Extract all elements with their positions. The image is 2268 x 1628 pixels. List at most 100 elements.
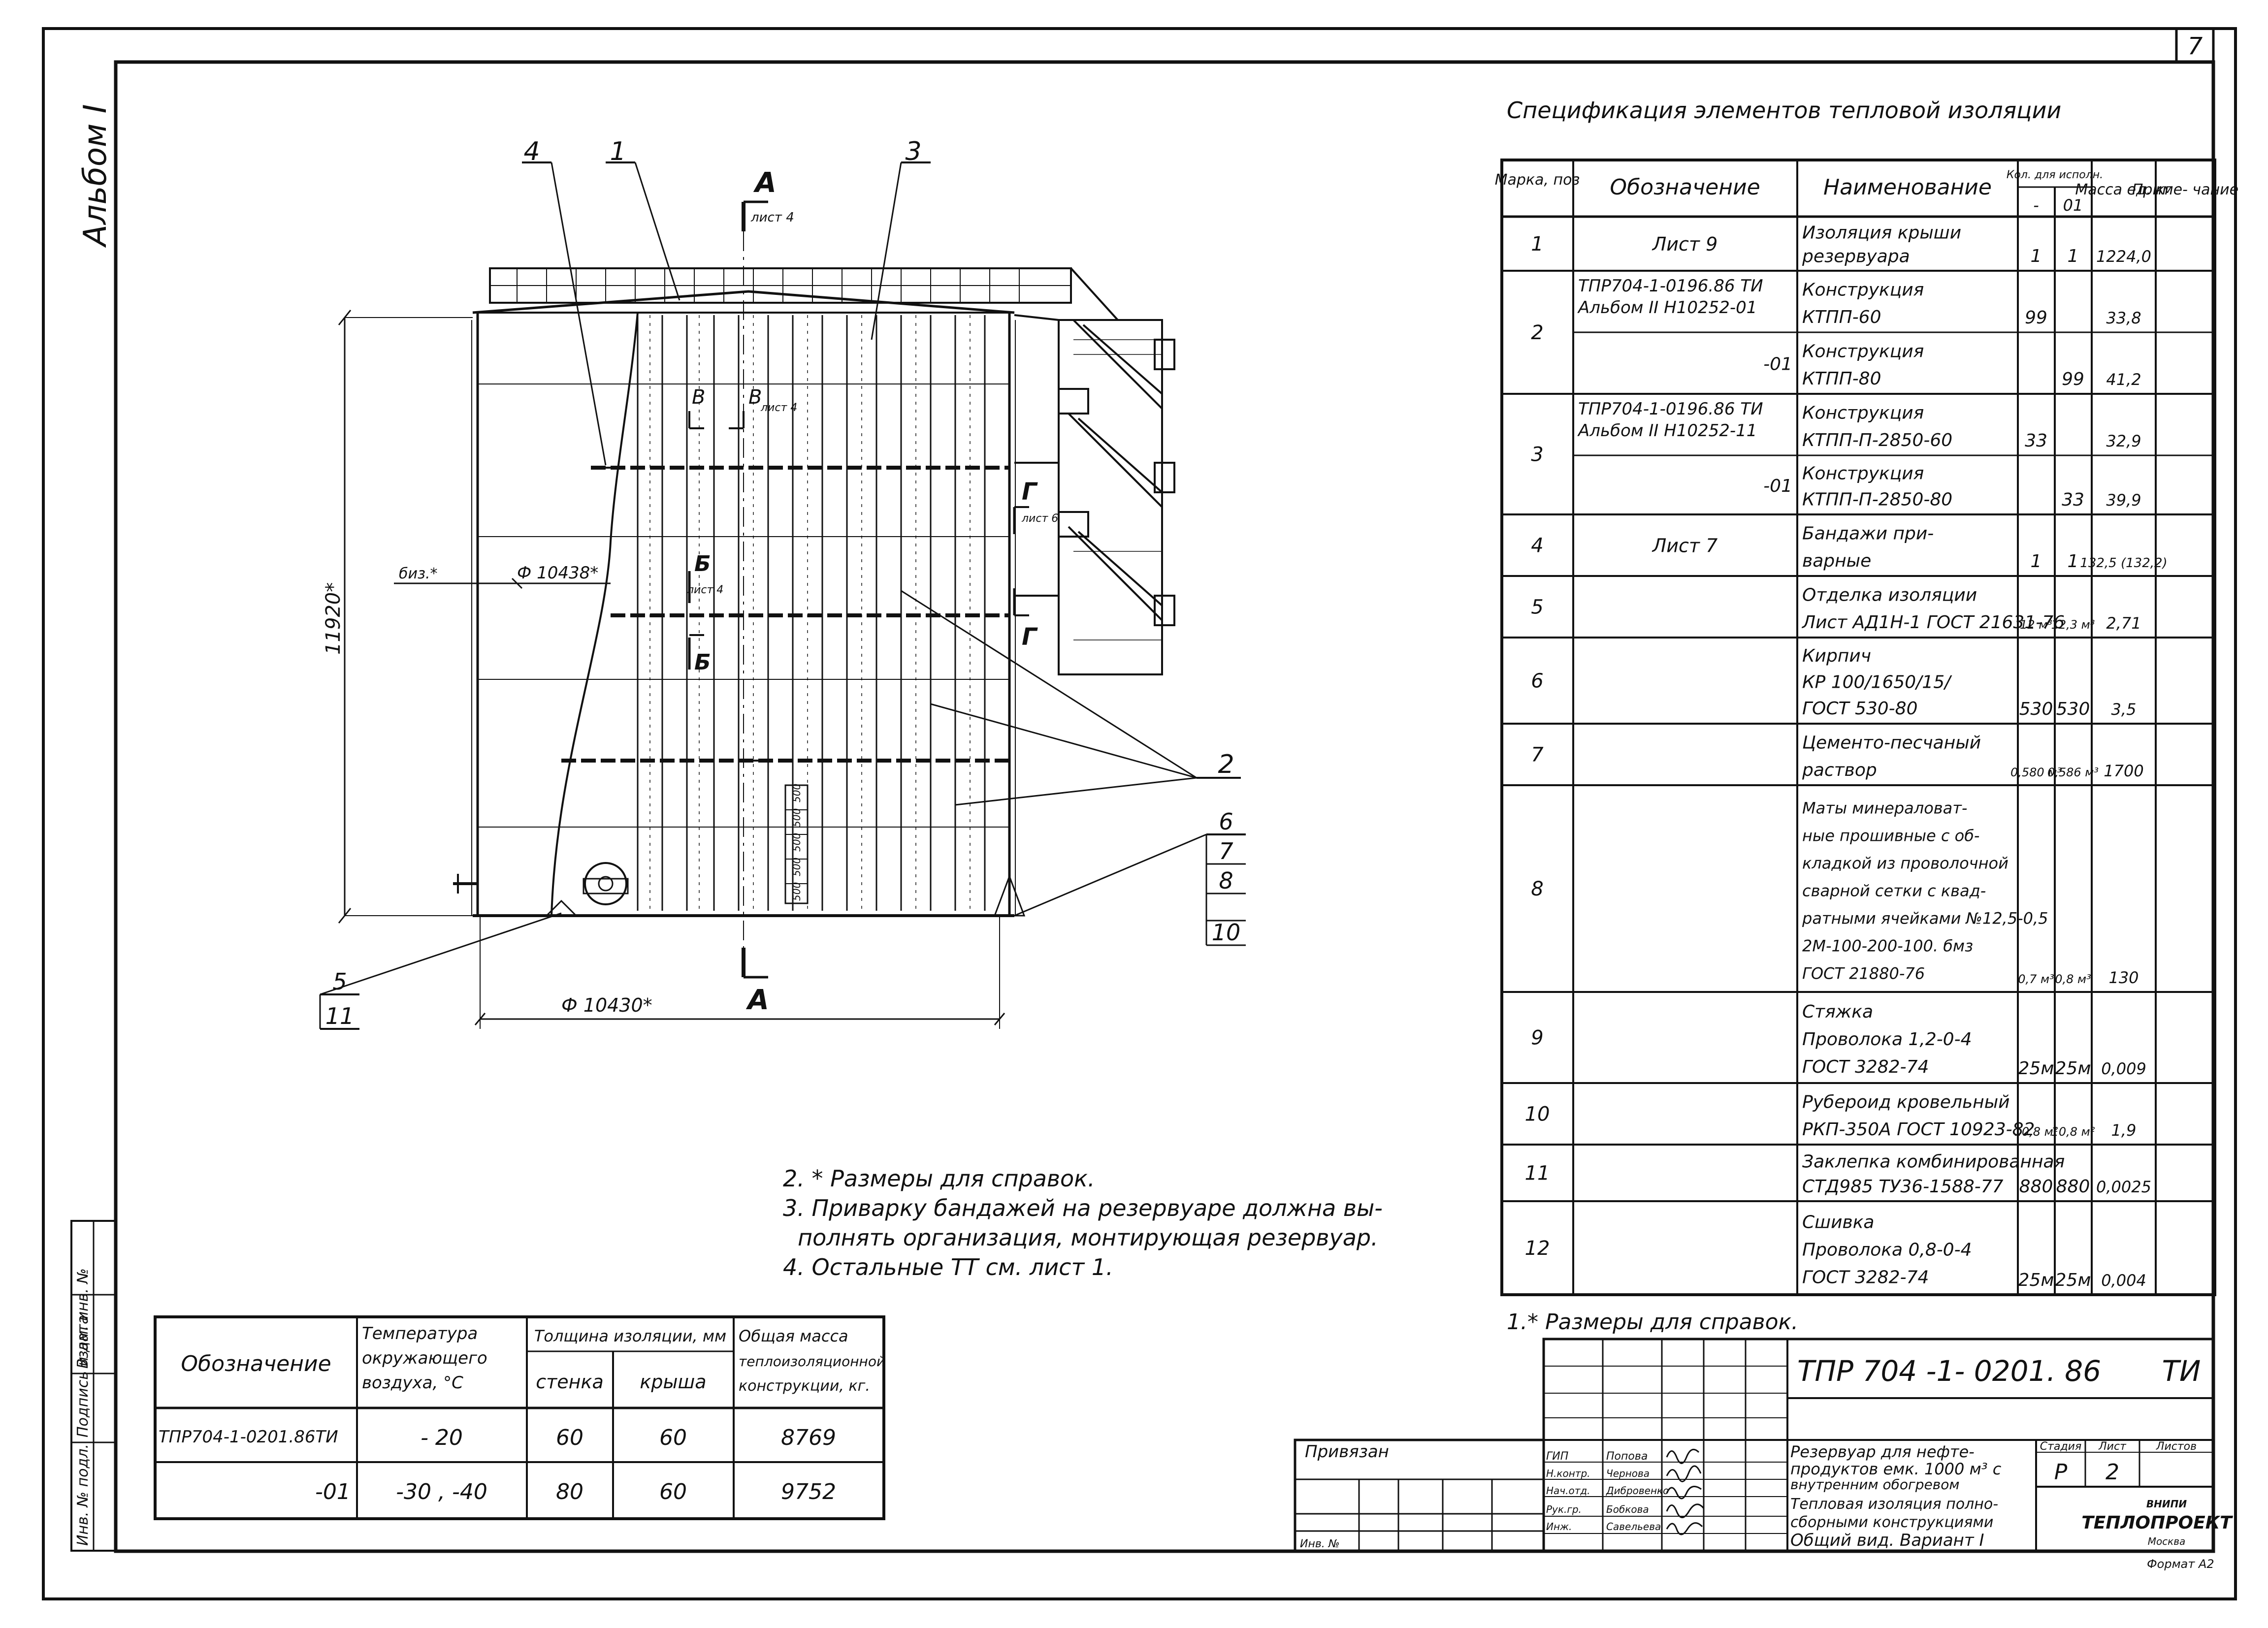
spec-row-mark: 7 (1531, 744, 1544, 766)
stack-label-1: 500 (791, 882, 803, 901)
spec-row-mass: 39,9 (2106, 491, 2141, 510)
spec-row-name-line: Рубероид кровельный (1802, 1092, 2010, 1112)
spec-row-mass: 41,2 (2106, 370, 2141, 389)
spec-row-designation-line: Альбом II Н10252-01 (1577, 298, 1757, 318)
spec-row-name-line: раствор (1802, 760, 1877, 780)
spec-row-qty-base: 99 (2025, 308, 2047, 328)
spec-row-name-line: Конструкция (1802, 403, 1924, 423)
staff-role-4: Рук.гр. (1546, 1503, 1582, 1515)
spec-header-qty-01: 01 (2063, 196, 2083, 215)
stack-label-3: 500 (791, 833, 803, 852)
spec-row-name-line: КТПП-80 (1802, 369, 1881, 389)
spec-row-name-line: КТПП-60 (1802, 307, 1881, 327)
spec-row-name-line: Лист АД1Н-1 ГОСТ 21631-76 (1801, 612, 2065, 633)
spec-row-mass: 1224,0 (2096, 247, 2151, 266)
staff-name-2: Чернова (1606, 1468, 1650, 1479)
spec-row-mark: 10 (1525, 1103, 1550, 1126)
spec-header-qty: Кол. для исполн. (2007, 169, 2103, 181)
spec-row-qty-base: 33 (2025, 431, 2047, 451)
spec-row-mass: 33,8 (2106, 309, 2141, 327)
spec-row-mass: 2,71 (2106, 614, 2141, 633)
section-a-bottom: А (745, 984, 769, 1016)
spec-row-designation: -01 (1763, 354, 1792, 375)
format-label: Формат А2 (2147, 1557, 2214, 1571)
desc-line-1: Резервуар для нефте- (1790, 1442, 1975, 1461)
spec-row-mass: 130 (2108, 968, 2138, 987)
section-b-sheet: лист 4 (686, 584, 723, 596)
spec-header-name: Наименование (1823, 175, 1992, 200)
options-header-thickness: Толщина изоляции, мм (534, 1327, 726, 1345)
section-b-bottom: Б (694, 650, 711, 675)
note-line-3: полнять организация, монтирующая резерву… (798, 1224, 1378, 1251)
spec-row-designation: Лист 7 (1652, 535, 1718, 557)
options-header-temp-2: окружающего (362, 1348, 487, 1368)
spec-row-qty-01: 0,586 м³ (2047, 766, 2099, 779)
section-v-right: В (748, 386, 762, 409)
stage-label: Стадия (2040, 1440, 2081, 1453)
options-table-text: Обозначение Температура окружающего возд… (159, 1324, 885, 1504)
options-row2-wall: 80 (556, 1479, 583, 1504)
title-block (1294, 1338, 2215, 1552)
spec-row-name-line: СТД985 ТУ36-1588-77 (1802, 1177, 2004, 1197)
spec-row-qty-01: 12,3 м³ (2051, 618, 2095, 632)
spec-row-name-line: ГОСТ 21880-76 (1802, 964, 1925, 983)
staff-name-1: Попова (1606, 1450, 1648, 1463)
spec-row-name-line: резервуара (1802, 246, 1910, 266)
spec-table (1500, 159, 2216, 1296)
side-label-inv: Инв. № подл. (74, 1444, 92, 1546)
staff-name-5: Савельева (1606, 1521, 1661, 1532)
spec-row-name-line: ГОСТ 3282-74 (1802, 1268, 1929, 1288)
spec-row-qty-base: 25м (2018, 1270, 2054, 1290)
album-label: Альбом I (77, 104, 114, 248)
spec-row-name-line: 2М-100-200-100. бмз (1802, 937, 1973, 956)
desc-line-2: продуктов емк. 1000 м³ с (1790, 1460, 2002, 1478)
spec-row-name-line: Проволока 1,2-0-4 (1802, 1029, 1972, 1050)
callout-10: 10 (1212, 919, 1241, 946)
spec-row-qty-01: 1 (2068, 246, 2079, 266)
options-row1-temp: - 20 (421, 1425, 463, 1450)
spec-row-name-line: ГОСТ 530-80 (1802, 699, 1917, 719)
spec-row-qty-01: 880 (2056, 1177, 2090, 1197)
options-table (154, 1315, 885, 1520)
drawing-labels: 4 1 3 А лист 4 В В лист 4 Б лист 4 Б Г л… (322, 137, 1240, 1029)
sheet-number: 7 (2188, 32, 2203, 60)
side-label-sign: Подпись и дата (74, 1315, 92, 1438)
section-a-top: А (753, 167, 776, 199)
spec-footnote: 1.* Размеры для справок. (1507, 1309, 1798, 1335)
outer-diameter: Ф 10430* (561, 994, 652, 1016)
note-line-2: 3. Приварку бандажей на резервуаре должн… (783, 1195, 1383, 1221)
tank-drawing (319, 161, 1246, 1030)
spec-row-qty-base: 880 (2019, 1177, 2053, 1197)
spec-row-mass: 32,9 (2106, 432, 2141, 450)
spec-row-qty-base: 1 (2031, 551, 2042, 572)
spec-row-qty-01: 99 (2062, 369, 2084, 389)
spec-row-name-line: Отделка изоляции (1802, 585, 1977, 605)
sheet-value: 2 (2106, 1460, 2119, 1485)
spec-row-mass: 132,5 (132,2) (2080, 556, 2167, 571)
spec-row-qty-base: 25м (2018, 1058, 2054, 1079)
options-header-mass-2: теплоизоляционной (739, 1353, 885, 1370)
options-row2-mass: 9752 (781, 1479, 836, 1504)
callout-8: 8 (1219, 867, 1233, 894)
spec-row-mass: 3,5 (2111, 700, 2137, 719)
spec-row-qty-01: 530 (2056, 699, 2090, 719)
spec-row-name-line: РКП-350А ГОСТ 10923-82 (1802, 1119, 2035, 1140)
section-g-top: Г (1022, 478, 1038, 506)
spec-row-name-line: Проволока 0,8-0-4 (1802, 1240, 1972, 1260)
options-row1-designation: ТПР704-1-0201.86ТИ (159, 1427, 338, 1447)
spec-row-qty-base: 0,7 м³ (2018, 972, 2054, 986)
options-header-mass-1: Общая масса (739, 1327, 848, 1345)
section-a-sheet: лист 4 (750, 210, 794, 225)
section-g-bottom: Г (1022, 623, 1038, 651)
section-b-top: Б (694, 551, 711, 576)
callout-5: 5 (332, 968, 347, 995)
spec-row-name-line: варные (1802, 551, 1871, 571)
staff-role-2: Н.контр. (1546, 1468, 1590, 1479)
spec-row-mark: 3 (1531, 444, 1543, 466)
spec-row-designation-line: ТПР704-1-0196.86 ТИ (1578, 399, 1763, 419)
spec-row-name-line: ные прошивные с об- (1802, 827, 1979, 845)
spec-row-mark: 2 (1531, 321, 1543, 344)
spec-row-mass: 0,0025 (2096, 1178, 2151, 1196)
spec-header: Марка, поз Обозначение Наименование Кол.… (1495, 169, 2239, 215)
